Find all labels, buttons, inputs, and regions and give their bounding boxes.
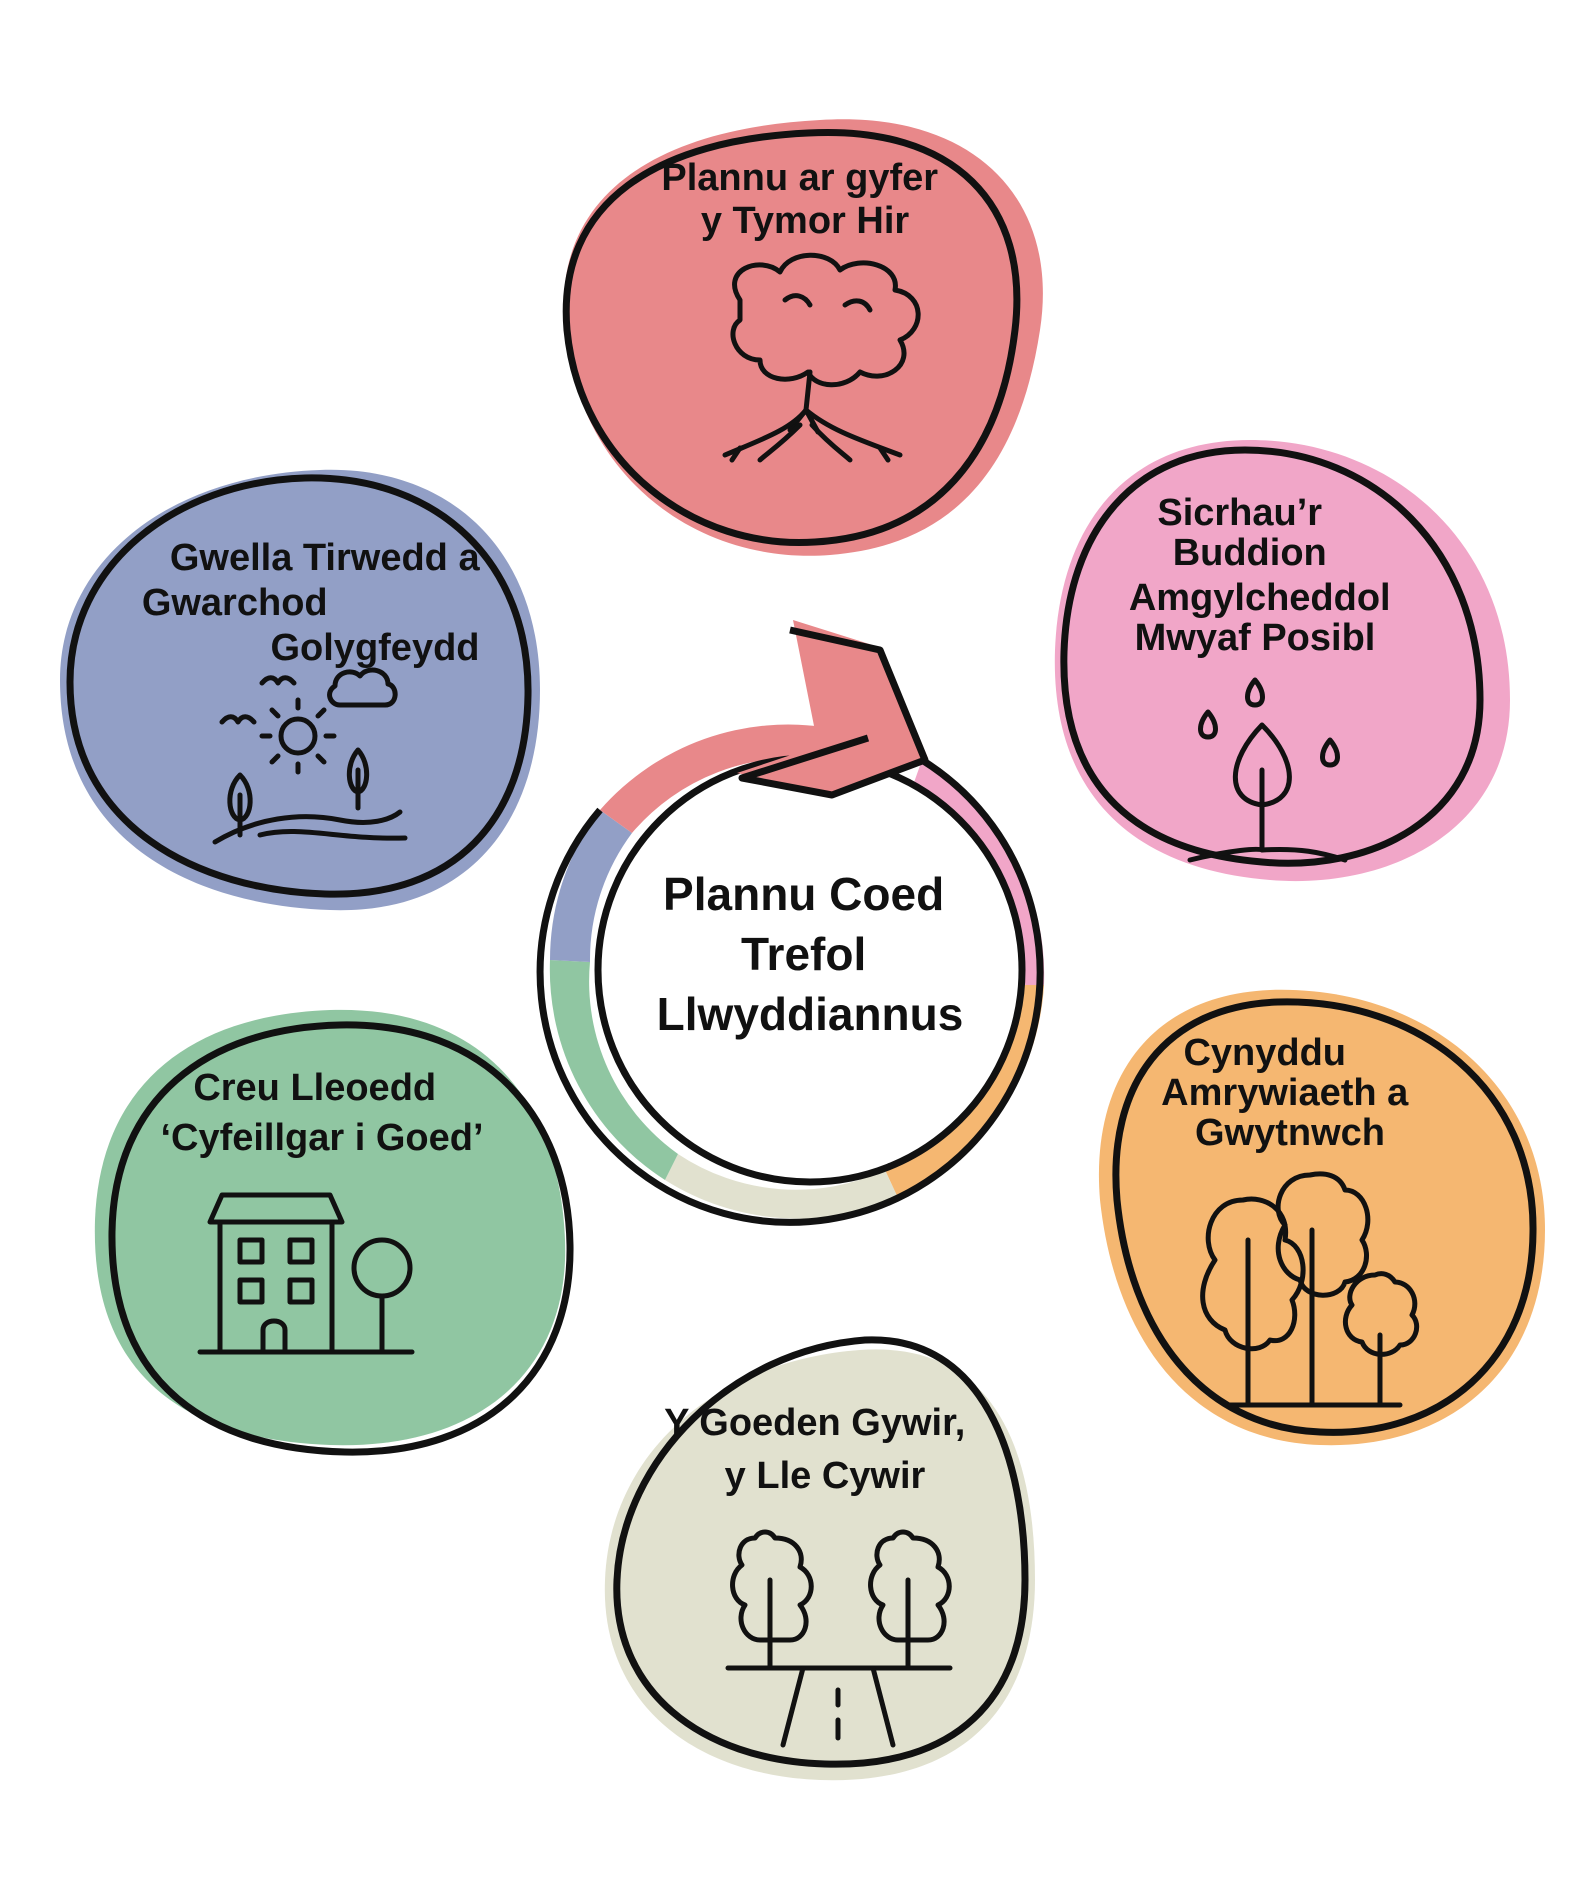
petal-title: Plannu ar gyfer y Tymor Hir <box>661 157 948 242</box>
center-cycle: Plannu Coed Trefol Llwyddiannus <box>536 620 1045 1226</box>
center-title: Plannu Coed Trefol Llwyddiannus <box>657 868 964 1040</box>
petal-title: Creu Lleoedd ‘Cyfeillgar i Goed’ <box>160 1067 483 1159</box>
cycle-arrow-icon <box>737 620 929 799</box>
petal-long-term: Plannu ar gyfer y Tymor Hir <box>562 119 1043 556</box>
petal-title: Sicrhau’r Buddion Amgylcheddol Mwyaf Pos… <box>1129 492 1401 659</box>
petal-title-line: y Tymor Hir <box>701 200 910 242</box>
petal-diversity: Cynyddu Amrywiaeth a Gwytnwch <box>1098 989 1545 1446</box>
petal-title-line: Y Goeden Gywir, <box>664 1402 965 1444</box>
three-trees-icon <box>1200 1171 1420 1408</box>
petal-title-line: Gwella Tirwedd a <box>170 537 481 579</box>
road-trees-icon <box>725 1529 953 1748</box>
petal-title-line: Sicrhau’r <box>1157 492 1322 534</box>
petal-fill <box>1054 440 1510 882</box>
center-title-line: Plannu Coed <box>663 868 944 920</box>
petal-title: Y Goeden Gywir, y Lle Cywir <box>664 1402 976 1497</box>
tree-roots-icon <box>722 252 921 463</box>
petal-outline <box>66 474 532 898</box>
petal-title: Cynyddu Amrywiaeth a Gwytnwch <box>1161 1032 1419 1154</box>
petal-title-line: Amrywiaeth a <box>1161 1072 1409 1114</box>
petal-title-line: y Lle Cywir <box>725 1455 926 1497</box>
ring-outer-outline <box>536 757 1044 1226</box>
center-title-line: Llwyddiannus <box>657 988 964 1040</box>
petal-landscape: Gwella Tirwedd a Gwarchod Golygfeydd <box>60 469 540 911</box>
petal-outline <box>1060 446 1484 867</box>
center-title-line: Trefol <box>741 928 866 980</box>
petal-title-line: Golygfeydd <box>270 627 479 669</box>
petal-outline <box>613 1336 1029 1768</box>
petal-title-line: Mwyaf Posibl <box>1135 617 1376 659</box>
ring-segment-red <box>600 724 830 833</box>
petal-title-line: Gwarchod <box>142 582 328 624</box>
petal-environmental: Sicrhau’r Buddion Amgylcheddol Mwyaf Pos… <box>1054 440 1510 882</box>
petal-outline <box>1112 998 1537 1436</box>
petal-outline <box>562 128 1021 547</box>
petal-title: Gwella Tirwedd a Gwarchod Golygfeydd <box>142 537 490 669</box>
petal-fill <box>604 1349 1035 1781</box>
petal-right-tree: Y Goeden Gywir, y Lle Cywir <box>604 1336 1035 1781</box>
ring-segment-green <box>549 960 678 1180</box>
landscape-sun-icon <box>212 667 408 845</box>
sapling-rain-icon <box>1187 677 1348 863</box>
petal-fill <box>60 469 540 911</box>
petal-tree-friendly: Creu Lleoedd ‘Cyfeillgar i Goed’ <box>94 1009 574 1456</box>
petal-fill <box>563 119 1043 556</box>
petal-title-line: ‘Cyfeillgar i Goed’ <box>160 1117 483 1159</box>
petal-title-line: Plannu ar gyfer <box>661 157 938 199</box>
petal-title-line: Cynyddu <box>1183 1032 1346 1074</box>
petal-title-line: Buddion <box>1173 532 1327 574</box>
petal-fill <box>1098 989 1545 1446</box>
ring-segment-blue <box>550 810 632 962</box>
ring-segment-cream <box>665 1154 898 1219</box>
petal-title-line: Amgylcheddol <box>1129 577 1391 619</box>
petal-outline <box>108 1021 574 1456</box>
petal-title-line: Gwytnwch <box>1195 1112 1385 1154</box>
petal-title-line: Creu Lleoedd <box>193 1067 436 1109</box>
building-tree-icon <box>197 1192 415 1355</box>
